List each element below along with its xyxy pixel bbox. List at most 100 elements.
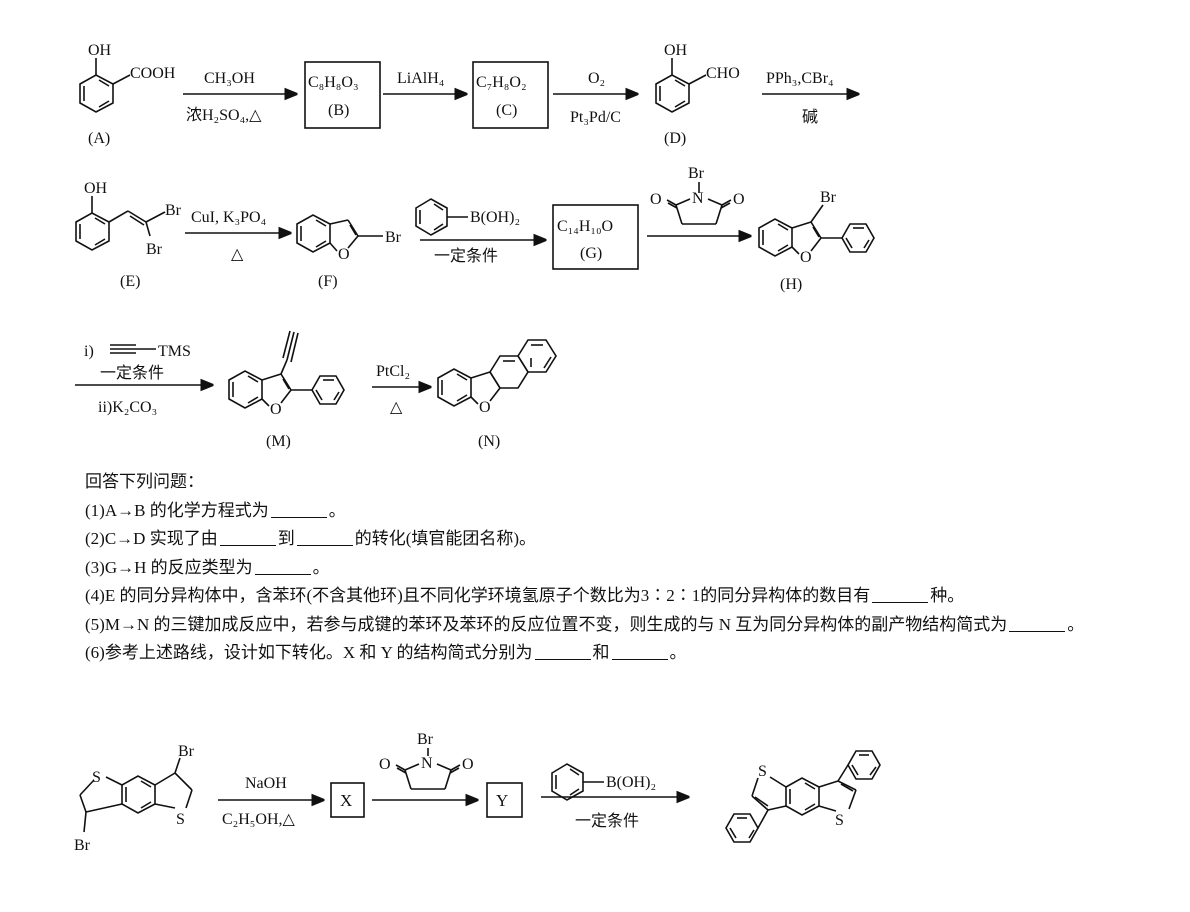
product-s2-label: S bbox=[835, 812, 844, 829]
g-label: (G) bbox=[580, 245, 602, 262]
step1-conditions: 浓H₂SO₄,△ bbox=[186, 106, 262, 124]
q6-end: 。 bbox=[669, 643, 687, 662]
e-label: (E) bbox=[120, 273, 140, 290]
question-4: (4)E 的同分异构体中，含苯环(不含其他环)且不同化学环境氢原子个数比为3∶2… bbox=[85, 582, 1175, 611]
compound-d-structure: OH CHO (D) bbox=[655, 42, 740, 147]
start-dibromide-structure: S S Br Br bbox=[74, 743, 195, 854]
x-label: X bbox=[340, 791, 352, 810]
step3-reagent: O₂ bbox=[588, 70, 605, 87]
q3-answer-blank[interactable] bbox=[254, 558, 311, 575]
q4-answer-blank[interactable] bbox=[872, 586, 929, 603]
arrow-c-to-d: O₂ Pt₃Pd/C bbox=[553, 70, 637, 126]
h-br-label: Br bbox=[820, 189, 837, 206]
question-intro: 回答下列问题： bbox=[85, 472, 204, 491]
start-s2-label: S bbox=[176, 811, 185, 828]
y-box: Y bbox=[486, 782, 523, 818]
q2-text: (2)C→D 实现了由 bbox=[85, 529, 218, 548]
d-oh-label: OH bbox=[664, 42, 688, 59]
q2-end: 的转化(填官能团名称)。 bbox=[354, 529, 537, 548]
start-br1-label: Br bbox=[178, 743, 195, 760]
step6-conditions: 一定条件 bbox=[434, 247, 498, 265]
n-label: (N) bbox=[478, 433, 500, 450]
e-br2-label: Br bbox=[146, 241, 163, 258]
h-label: (H) bbox=[780, 276, 802, 293]
compound-n-structure: O (N) bbox=[437, 339, 557, 450]
q3-text: (3)G→H 的反应类型为 bbox=[85, 557, 253, 577]
step2-reagent: LiAlH₄ bbox=[397, 70, 445, 87]
nbs-br-label: Br bbox=[688, 165, 705, 182]
step5-reagent: CuI, K₃PO₄ bbox=[191, 209, 267, 226]
start-br2-label: Br bbox=[74, 837, 91, 854]
q1-text: (1)A→B 的化学方程式为 bbox=[85, 500, 269, 520]
final-product-structure: S S bbox=[725, 750, 881, 843]
nbs-o2-label: O bbox=[733, 191, 745, 208]
q4-end: 种。 bbox=[930, 586, 965, 605]
step6-boronic-acid: B(OH)₂ bbox=[470, 209, 520, 226]
step4-base: 碱 bbox=[802, 108, 818, 126]
g-formula: C₁₄H₁₀O bbox=[557, 218, 613, 235]
step8-conditions: 一定条件 bbox=[100, 364, 164, 382]
step4-reagent: PPh₃,CBr₄ bbox=[766, 70, 834, 87]
step1-reagent: CH₃OH bbox=[204, 70, 255, 87]
q6-answer-blank-1[interactable] bbox=[534, 643, 591, 660]
compound-f-structure: O Br (F) bbox=[296, 214, 402, 290]
b-label: (B) bbox=[328, 102, 349, 119]
x-box: X bbox=[330, 782, 365, 818]
arrow-m-to-n: PtCl₂ △ bbox=[372, 363, 430, 416]
step9-heat: △ bbox=[390, 399, 403, 416]
compound-b-box: C₈H₈O₃ (B) bbox=[304, 61, 381, 129]
bottom-step-c-boronic-acid: B(OH)₂ bbox=[606, 774, 656, 791]
a-cooh-label: COOH bbox=[130, 65, 176, 82]
q6-mid: 和 bbox=[592, 643, 610, 662]
q3-end: 。 bbox=[312, 557, 330, 577]
arrow-d-to-e: PPh₃,CBr₄ 碱 bbox=[762, 70, 858, 126]
m-label: (M) bbox=[266, 433, 291, 450]
question-6: (6)参考上述路线，设计如下转化。X 和 Y 的结构简式分别为 和 。 bbox=[85, 639, 1175, 668]
bottom-nbs-o2-label: O bbox=[462, 756, 474, 773]
q4-text: (4)E 的同分异构体中，含苯环(不含其他环)且不同化学环境氢原子个数比为3∶2… bbox=[85, 586, 871, 605]
step8-base: ii)K₂CO₃ bbox=[98, 399, 157, 416]
arrow-x-to-y: Br N O O bbox=[372, 731, 477, 800]
bottom-nbs-n-label: N bbox=[421, 755, 433, 772]
compound-e-structure: OH Br Br (E) bbox=[75, 180, 182, 290]
q5-text: (5)M→N 的三键加成反应中，若参与成键的苯环及苯环的反应位置不变，则生成的与… bbox=[85, 614, 1008, 634]
question-5: (5)M→N 的三键加成反应中，若参与成键的苯环及苯环的反应位置不变，则生成的与… bbox=[85, 611, 1175, 640]
arrow-h-to-m: i) TMS 一定条件 ii)K₂CO₃ bbox=[75, 343, 212, 416]
d-cho-label: CHO bbox=[706, 65, 740, 82]
q1-answer-blank[interactable] bbox=[270, 501, 327, 518]
arrow-e-to-f: CuI, K₃PO₄ △ bbox=[185, 209, 290, 263]
d-label: (D) bbox=[664, 130, 686, 147]
a-oh-label: OH bbox=[88, 42, 112, 59]
arrow-start-to-x: NaOH C₂H₅OH,△ bbox=[218, 775, 323, 828]
arrow-y-to-product: B(OH)₂ 一定条件 bbox=[541, 763, 688, 830]
q2-answer-blank-2[interactable] bbox=[296, 529, 353, 546]
q6-text: (6)参考上述路线，设计如下转化。X 和 Y 的结构简式分别为 bbox=[85, 643, 533, 662]
bottom-step-a-reagent: NaOH bbox=[245, 775, 287, 792]
compound-a-structure: OH COOH (A) bbox=[79, 42, 176, 147]
c-label: (C) bbox=[496, 102, 517, 119]
compound-c-box: C₇H₈O₂ (C) bbox=[472, 61, 549, 129]
bottom-nbs-o1-label: O bbox=[379, 756, 391, 773]
m-o-label: O bbox=[270, 401, 282, 418]
e-br1-label: Br bbox=[165, 202, 182, 219]
question-1: (1)A→B 的化学方程式为 。 bbox=[85, 497, 1175, 526]
a-compound-label: (A) bbox=[88, 130, 110, 147]
question-3: (3)G→H 的反应类型为 。 bbox=[85, 554, 1175, 583]
step8-i-label: i) bbox=[84, 343, 94, 360]
q6-answer-blank-2[interactable] bbox=[611, 643, 668, 660]
bottom-step-c-conditions: 一定条件 bbox=[575, 812, 639, 830]
q5-answer-blank[interactable] bbox=[1009, 615, 1066, 632]
b-formula: C₈H₈O₃ bbox=[308, 74, 359, 91]
compound-m-structure: O (M) bbox=[228, 330, 345, 450]
q5-end: 。 bbox=[1067, 614, 1085, 634]
q2-answer-blank-1[interactable] bbox=[219, 529, 276, 546]
step3-catalyst: Pt₃Pd/C bbox=[570, 109, 621, 126]
bottom-nbs-br-label: Br bbox=[417, 731, 434, 748]
e-oh-label: OH bbox=[84, 180, 108, 197]
q1-end: 。 bbox=[328, 500, 346, 520]
f-label: (F) bbox=[318, 273, 338, 290]
step5-heat: △ bbox=[231, 246, 244, 263]
step9-catalyst: PtCl₂ bbox=[376, 363, 410, 380]
q2-mid: 到 bbox=[277, 529, 295, 548]
